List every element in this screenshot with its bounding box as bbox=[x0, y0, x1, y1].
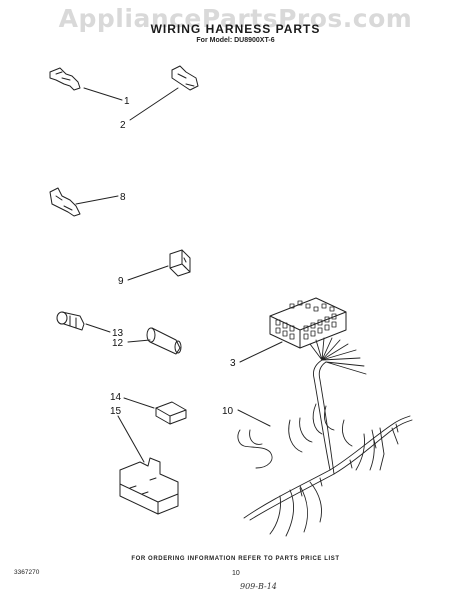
leader-line-9 bbox=[127, 265, 169, 281]
leader-line-3 bbox=[239, 341, 283, 363]
terminal-part-1 bbox=[49, 67, 81, 91]
model-subtitle: For Model: DU8900XT-6 bbox=[196, 37, 275, 44]
leader-line-1 bbox=[83, 87, 123, 101]
callout-13: 13 bbox=[112, 328, 124, 339]
insulator-part-12 bbox=[146, 327, 182, 355]
housing-part-15 bbox=[119, 457, 179, 515]
callout-12: 12 bbox=[112, 338, 124, 349]
leader-line-8 bbox=[75, 195, 119, 205]
leader-line-14 bbox=[123, 397, 155, 409]
cap-part-13 bbox=[56, 311, 85, 331]
callout-labels: 1 2 8 9 13 12 3 14 15 10 bbox=[110, 96, 236, 417]
terminal-part-2 bbox=[171, 65, 199, 91]
leader-line-2 bbox=[129, 87, 179, 121]
callout-9: 9 bbox=[118, 276, 124, 287]
callout-8: 8 bbox=[120, 192, 126, 203]
watermark: AppliancePartsPros.com bbox=[58, 4, 413, 33]
leader-line-13 bbox=[85, 323, 111, 333]
terminal-part-8 bbox=[49, 187, 81, 217]
connector-part-9 bbox=[169, 249, 191, 277]
leader-line-10 bbox=[237, 409, 271, 427]
connector-part-14 bbox=[155, 401, 187, 425]
callout-1: 1 bbox=[124, 96, 130, 107]
wiring-harness-part-10 bbox=[237, 337, 413, 537]
page-title: WIRING HARNESS PARTS bbox=[150, 22, 321, 36]
callout-3: 3 bbox=[230, 358, 236, 369]
page-number: 10 bbox=[232, 570, 240, 577]
document-number: 3367270 bbox=[14, 569, 40, 576]
callout-2: 2 bbox=[120, 120, 126, 131]
leader-line-12 bbox=[127, 339, 151, 343]
callout-10: 10 bbox=[222, 406, 234, 417]
connector-block-part-3 bbox=[269, 297, 347, 349]
ordering-info-footer: FOR ORDERING INFORMATION REFER TO PARTS … bbox=[131, 556, 340, 562]
callout-15: 15 bbox=[110, 406, 122, 417]
handwritten-note: 909-B-14 bbox=[240, 582, 277, 591]
leader-line-15 bbox=[117, 415, 145, 463]
callout-14: 14 bbox=[110, 392, 122, 403]
